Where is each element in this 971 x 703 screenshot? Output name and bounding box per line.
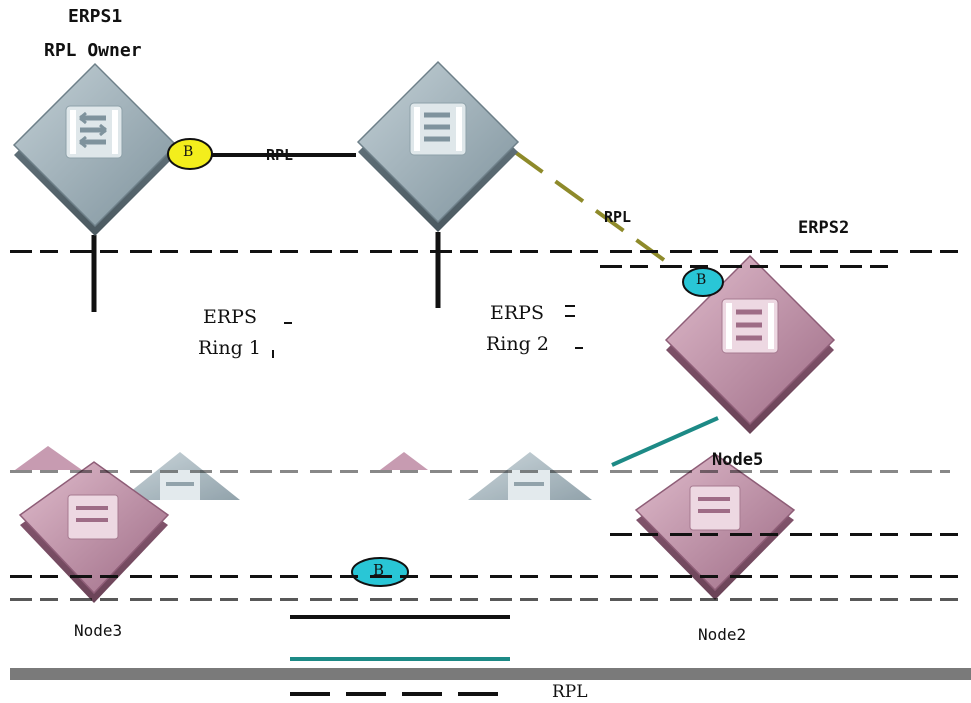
blocked-port-badge-erps2 <box>682 267 724 297</box>
switch-icon-ghost-right <box>468 452 592 500</box>
node3-label: Node3 <box>74 621 123 640</box>
legend-blocked-badge <box>351 557 409 587</box>
switch-fragment-middle <box>380 452 428 470</box>
subring-link <box>611 416 719 467</box>
distortion-strip-2 <box>600 265 900 268</box>
badge-b-erps2: B <box>696 272 707 288</box>
node5-label: Node5 <box>712 450 764 470</box>
switch-icon-node3 <box>18 461 170 603</box>
switch-icon-node5 <box>664 254 836 434</box>
badge-b-erps1: B <box>183 144 194 160</box>
switch-icon-erps1 <box>12 62 178 236</box>
blocked-port-badge-erps1 <box>167 138 213 170</box>
decorative-ticks <box>272 305 583 358</box>
switch-icon-ghost-left <box>120 452 240 500</box>
rpl-diagonal-label: RPL <box>604 208 632 226</box>
ring2-label-line2: Ring 2 <box>486 333 549 355</box>
switch-fragment-left <box>15 446 82 470</box>
erps1-label: ERPS1 <box>68 6 123 27</box>
ring1-label-line2: Ring 1 <box>198 337 261 359</box>
ring1-label-line1: ERPS <box>203 306 257 328</box>
distortion-strip-1 <box>10 250 970 253</box>
gray-band <box>10 668 971 680</box>
erps2-label: ERPS2 <box>798 218 850 238</box>
distortion-strip-5 <box>10 598 970 601</box>
distortion-strip-3 <box>10 470 950 473</box>
legend-rpl-label: RPL <box>552 682 588 702</box>
rpl-owner-label: RPL Owner <box>44 40 142 61</box>
badge-b-legend: B <box>373 561 385 579</box>
switch-icon-node2 <box>634 453 796 600</box>
rpl-link-ring2 <box>513 150 677 270</box>
node2-label: Node2 <box>698 625 747 644</box>
distortion-strip-4 <box>10 575 970 578</box>
ring2-label-line1: ERPS <box>490 302 544 324</box>
switch-icon-middle <box>356 60 520 232</box>
rpl-top-label: RPL <box>266 146 294 164</box>
distortion-strip-6 <box>610 533 970 536</box>
